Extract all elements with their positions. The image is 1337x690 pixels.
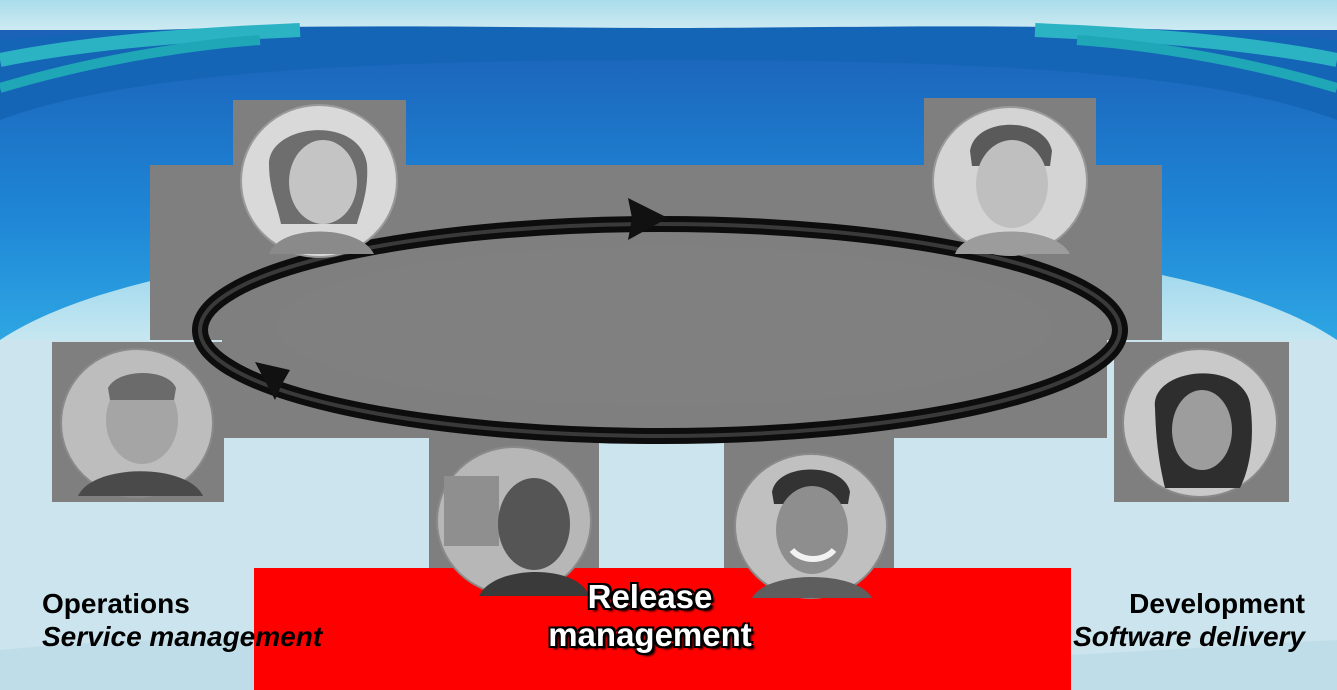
operations-subtitle: Service management bbox=[42, 621, 323, 652]
release-line2: management bbox=[548, 616, 752, 653]
release-label: Release management bbox=[480, 578, 820, 654]
photo-man-left bbox=[58, 348, 216, 498]
arrowhead-top bbox=[628, 198, 668, 240]
photo-man-bottom-center-left bbox=[434, 446, 594, 596]
release-line1: Release bbox=[587, 578, 713, 615]
development-title: Development bbox=[1129, 588, 1305, 619]
release-band bbox=[254, 568, 1071, 690]
operations-label: Operations Service management bbox=[42, 588, 322, 654]
photo-man-bottom-center-right bbox=[732, 452, 890, 600]
operations-title: Operations bbox=[42, 588, 190, 619]
photo-woman-top-left bbox=[239, 104, 399, 259]
arrowhead-bottom-left bbox=[255, 362, 290, 400]
photo-woman-right bbox=[1120, 348, 1280, 498]
photo-man-top-right bbox=[930, 106, 1090, 256]
development-label: Development Software delivery bbox=[1073, 588, 1305, 654]
development-subtitle: Software delivery bbox=[1073, 621, 1305, 652]
